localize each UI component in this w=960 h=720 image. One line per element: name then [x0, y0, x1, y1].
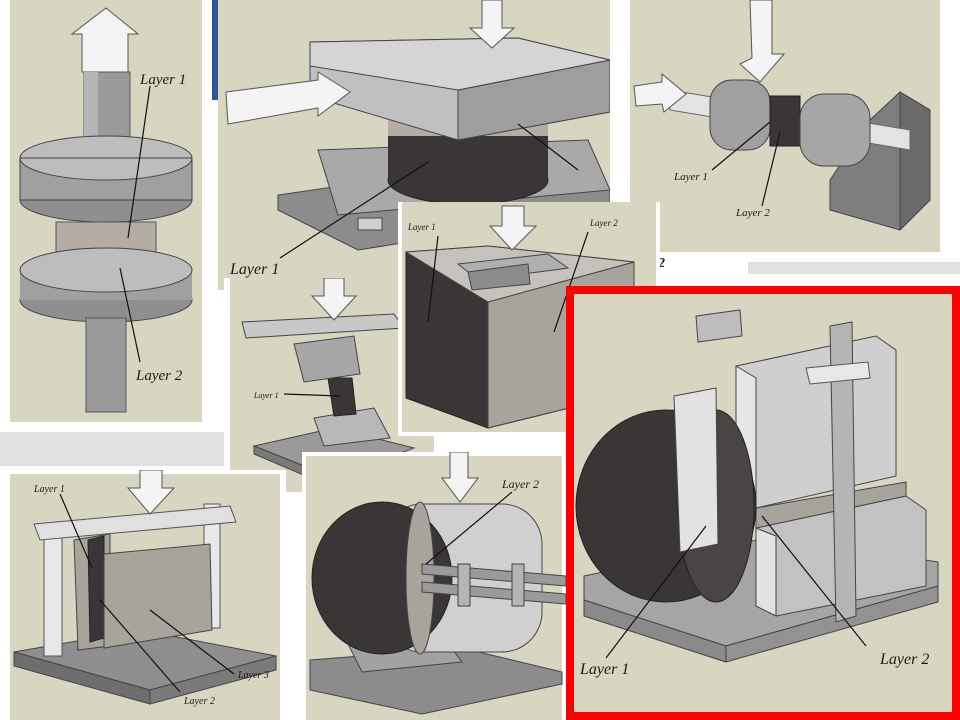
- label-layer-2: Layer 2: [879, 651, 929, 668]
- cut-label: 2: [658, 256, 665, 271]
- panel-shaft-diagram: Layer 1 Layer 2: [0, 0, 212, 432]
- label-layer-1: Layer 1: [139, 72, 186, 88]
- label-layer-2: Layer 2: [183, 696, 215, 707]
- label-layer-1: Layer 1: [229, 261, 279, 278]
- highlight-frame: [566, 286, 960, 720]
- gray-band: [0, 432, 232, 466]
- label-layer-2: Layer 2: [135, 368, 183, 384]
- label-layer-2: Layer 2: [589, 218, 618, 228]
- panel-three-layer-diagram: Layer 1 Layer 2 Layer 3: [0, 470, 286, 720]
- label-layer-2: Layer 2: [735, 207, 770, 219]
- label-layer-1: Layer 1: [673, 171, 708, 183]
- panel-highlighted-diagram: Layer 1 Layer 2: [566, 286, 960, 720]
- blue-accent-strip: [212, 0, 218, 100]
- label-layer-1: Layer 1: [407, 222, 436, 232]
- label-layer-2: Layer 2: [501, 477, 539, 491]
- panel-cylinder-diagram: Layer 2: [302, 452, 566, 720]
- panel-rotary-diagram: Layer 1 Layer 2: [630, 0, 940, 252]
- label-layer-1: Layer 1: [579, 661, 629, 678]
- label-layer-3: Layer 3: [237, 670, 269, 681]
- gray-band-right: [748, 262, 960, 274]
- label-layer-1: Layer 1: [253, 391, 279, 400]
- label-layer-1: Layer 1: [33, 484, 65, 495]
